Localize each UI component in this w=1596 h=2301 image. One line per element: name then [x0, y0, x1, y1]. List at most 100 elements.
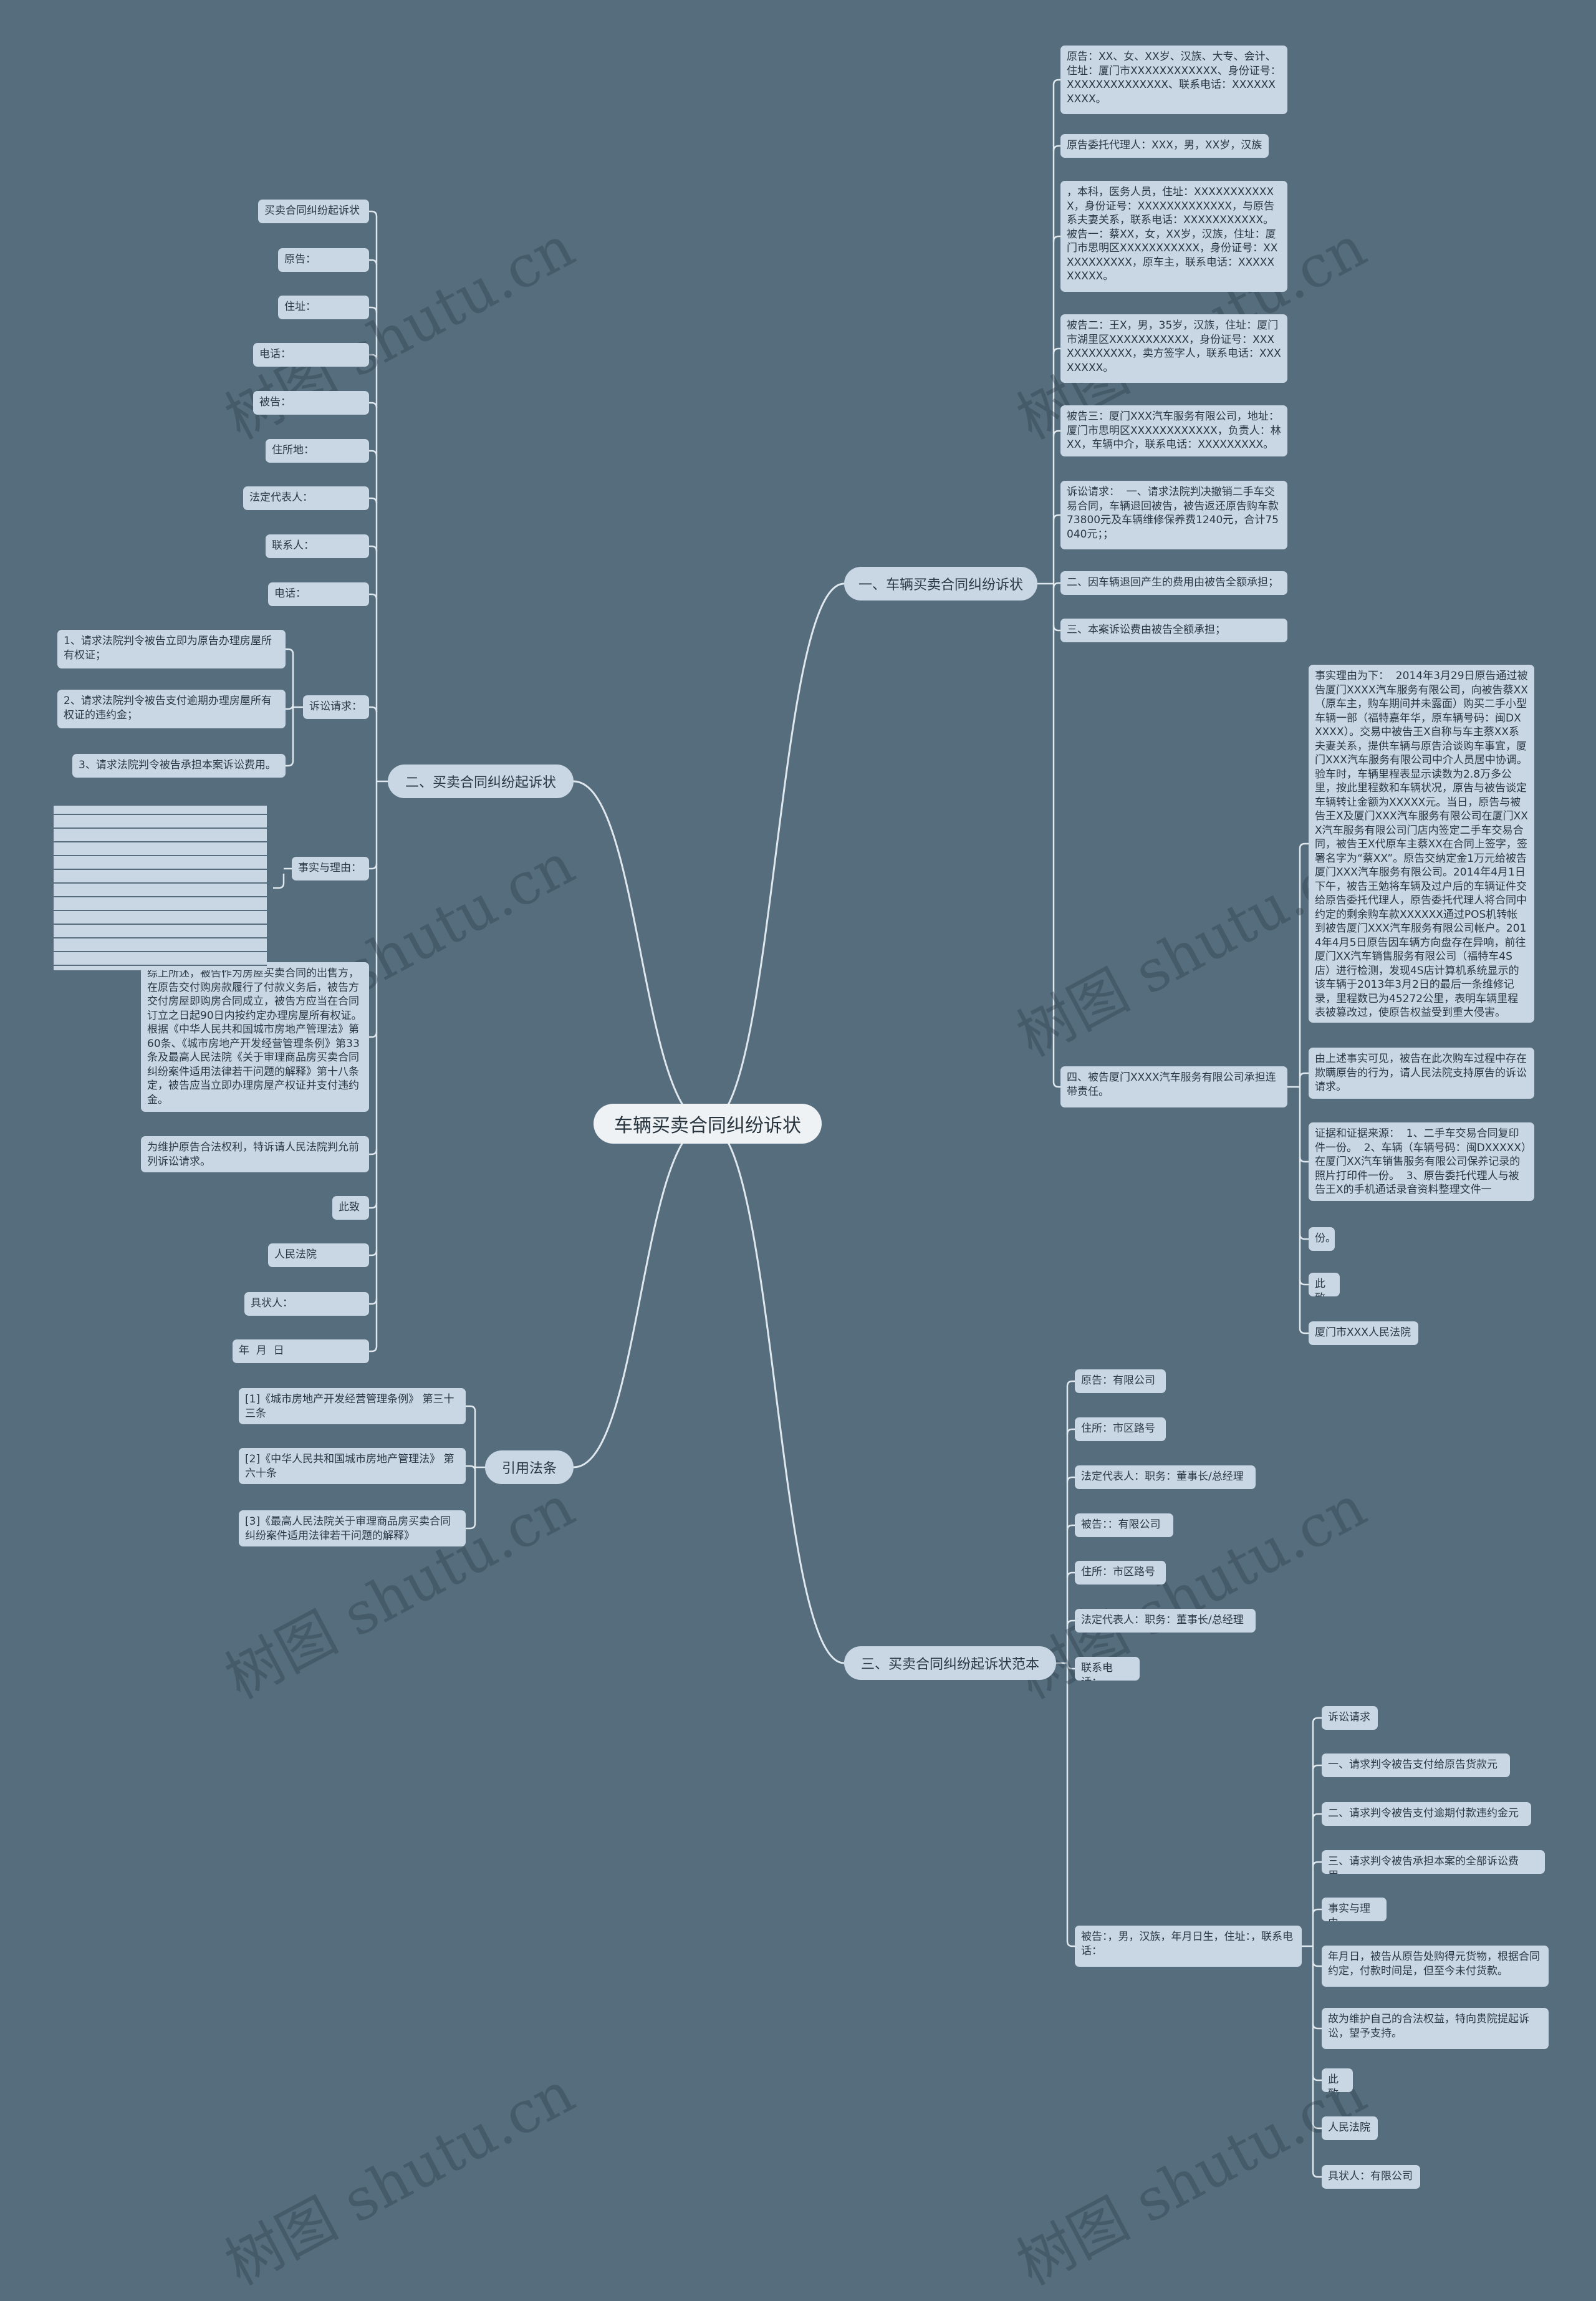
leaf-node[interactable]: 三、本案诉讼费由被告全额承担； — [1060, 619, 1287, 642]
branch-link — [707, 1122, 845, 1664]
leaf-node[interactable]: 住所地： — [266, 439, 369, 463]
leaf-node[interactable]: 被告：：有限公司 — [1075, 1513, 1173, 1537]
leaf-node[interactable]: 住址： — [278, 296, 369, 319]
leaf-link — [1299, 1233, 1309, 1240]
leaf-link — [1066, 1619, 1075, 1626]
leaf-node[interactable]: 原告：有限公司 — [1075, 1369, 1166, 1393]
leaf-node[interactable]: 四、被告厦门XXXX汽车服务有限公司承担连带责任。 — [1060, 1066, 1287, 1107]
leaf-node[interactable]: 被告：，男，汉族，年月日生，住址：，联系电话： — [1075, 1926, 1302, 1967]
leaf-node[interactable]: 二、因车辆退回产生的费用由被告全额承担； — [1060, 571, 1287, 595]
mindmap-canvas: 树图 shutu.cn 树图 shutu.cn 树图 shutu.cn 树图 s… — [47, 46, 1549, 2298]
leaf-node[interactable]: 为维护原告合法权利，特诉请人民法院判允前列诉讼请求。 — [141, 1136, 369, 1172]
leaf-node[interactable]: 具状人： — [244, 1292, 369, 1316]
leaf-node[interactable]: 故为维护自己的合法权益，特向贵院提起诉讼，望予支持。 — [1322, 2008, 1549, 2049]
leaf-node[interactable]: 证据和证据来源： 1、二手车交易合同复印件一份。 2、车辆（车辆号码：闽DXXX… — [1309, 1122, 1534, 1201]
leaf-node[interactable]: 年 月 日 — [233, 1339, 369, 1363]
leaf-link — [1066, 1941, 1075, 1947]
leaf-link — [1299, 1156, 1309, 1163]
leaf-node[interactable]: 2、请求法院判令被告支付逾期办理房屋所有权证的违约金； — [57, 690, 286, 728]
leaf-link — [369, 1346, 378, 1353]
leaf-link — [1312, 1961, 1322, 1967]
leaf-node[interactable]: 年月日，被告从原告处购得元货物，根据合同约定，付款时间是，但至今未付货款。 — [1322, 1946, 1549, 1987]
leaf-link — [1299, 842, 1309, 849]
leaf-link — [1052, 514, 1060, 521]
leaf-link — [369, 210, 378, 217]
leaf-node[interactable]: 三、请求判令被告承担本案的全部诉讼费用。 — [1322, 1850, 1545, 1874]
branch-node-3[interactable]: 引用法条 — [485, 1450, 574, 1484]
leaf-link — [369, 259, 378, 266]
leaf-node[interactable]: 厦门市XXX人民法院 — [1309, 1321, 1418, 1345]
leaf-node[interactable]: 由上述事实可见，被告在此次购车过程中存在欺瞒原告的行为，请人民法院支持原告的诉讼… — [1309, 1048, 1534, 1099]
leaf-link — [1052, 430, 1060, 437]
leaf-link — [1299, 1328, 1309, 1334]
leaf-node[interactable]: 诉讼请求： — [303, 695, 369, 719]
leaf-node[interactable]: 人民法院 — [268, 1243, 369, 1267]
leaf-link — [369, 1031, 378, 1038]
leaf-node[interactable]: 此致 — [1309, 1273, 1340, 1296]
leaf-node[interactable]: 二、请求判令被告支付逾期付款违约金元 — [1322, 1802, 1531, 1826]
leaf-node[interactable]: ，本科，医务人员，住址：XXXXXXXXXXXX，身份证号：XXXXXXXXXX… — [1060, 181, 1287, 292]
leaf-link — [1066, 1380, 1075, 1387]
leaf-node[interactable]: 被告三：厦门XXX汽车服务有限公司，地址：厦门市思明区XXXXXXXXXXXX，… — [1060, 405, 1287, 456]
leaf-node[interactable]: 电话： — [268, 582, 369, 606]
leaf-node[interactable]: [1]《城市房地产开发经营管理条例》 第三十三条 — [239, 1388, 466, 1424]
leaf-link — [369, 354, 378, 360]
leaf-node[interactable]: 3、请求法院判令被告承担本案诉讼费用。 — [72, 754, 286, 778]
leaf-node[interactable]: 综上所述，被告作为房屋买卖合同的出售方，在原告交付购房款履行了付款义务后，被告方… — [141, 962, 369, 1112]
leaf-node[interactable]: 人民法院 — [1322, 2116, 1378, 2140]
leaf-node[interactable]: 法定代表人： — [243, 486, 369, 510]
leaf-node[interactable]: 此致 — [1322, 2068, 1353, 2092]
leaf-link — [1066, 1476, 1075, 1483]
leaf-link — [369, 1250, 378, 1257]
leaf-node[interactable]: 电话： — [253, 343, 369, 367]
leaf-node[interactable]: 法定代表人：职务：董事长/总经理 — [1075, 1465, 1256, 1489]
leaf-link — [1052, 347, 1060, 354]
leaf-link — [273, 882, 285, 889]
leaf-node[interactable]: 住所：市区路号 — [1075, 1561, 1166, 1585]
leaf-node[interactable]: 此致 — [332, 1196, 369, 1220]
leaf-link — [466, 1405, 476, 1412]
leaf-node[interactable]: 被告： — [253, 391, 369, 415]
leaf-link — [369, 545, 378, 552]
blank-lines-box[interactable] — [47, 801, 273, 975]
leaf-node[interactable]: 事实与理由 — [1322, 1898, 1387, 1921]
leaf-node[interactable]: 联系人： — [266, 534, 369, 558]
leaf-link — [369, 402, 378, 408]
branch-node-1[interactable]: 一、车辆买卖合同纠纷诉状 — [844, 567, 1037, 601]
leaf-node[interactable]: [2]《中华人民共和国城市房地产管理法》 第六十条 — [239, 1448, 466, 1484]
leaf-node[interactable]: 一、请求判令被告支付给原告货款元 — [1322, 1753, 1510, 1777]
leaf-node[interactable]: 事实与理由： — [292, 857, 369, 880]
leaf-node[interactable]: 联系电话： — [1075, 1657, 1140, 1681]
leaf-node[interactable]: 法定代表人：职务：董事长/总经理 — [1075, 1609, 1256, 1633]
leaf-node[interactable]: 诉讼请求 — [1322, 1706, 1378, 1730]
leaf-link — [1312, 2075, 1322, 2082]
leaf-node[interactable]: 被告二：王X，男，35岁，汉族，住址：厦门市湖里区XXXXXXXXXXX，身份证… — [1060, 314, 1287, 383]
leaf-link — [369, 593, 378, 600]
leaf-node[interactable]: 诉讼请求： 一、请求法院判决撤销二手车交易合同，车辆退回被告，被告返还原告购车款… — [1060, 481, 1287, 549]
leaf-node[interactable]: 1、请求法院判令被告立即为原告办理房屋所有权证； — [57, 630, 286, 668]
leaf-node[interactable]: 住所：市区路号 — [1075, 1417, 1166, 1441]
leaf-link — [1312, 2123, 1322, 2130]
leaf-node[interactable]: 买卖合同纠纷起诉状 — [258, 200, 369, 223]
leaf-link — [1299, 1279, 1309, 1286]
leaf-link — [1066, 1428, 1075, 1435]
branch-node-4[interactable]: 三、买卖合同纠纷起诉状范本 — [844, 1646, 1056, 1680]
leaf-node[interactable]: 事实理由为下： 2014年3月29日原告通过被告厦门XXXX汽车服务有限公司，向… — [1309, 665, 1534, 1023]
leaf-node[interactable]: 原告委托代理人：XXX，男，XX岁，汉族 — [1060, 134, 1269, 158]
leaf-node[interactable]: 份。 — [1309, 1227, 1335, 1251]
leaf-link — [1299, 1072, 1309, 1079]
leaf-node[interactable]: 具状人：有限公司 — [1322, 2165, 1420, 2189]
leaf-link — [1066, 1663, 1075, 1670]
root-node[interactable]: 车辆买卖合同纠纷诉状 — [594, 1104, 822, 1144]
leaf-link — [369, 497, 378, 504]
leaf-node[interactable]: 原告：XX、女、XX岁、汉族、大专、会计、住址：厦门市XXXXXXXXXXXX、… — [1060, 46, 1287, 114]
branch-link — [573, 780, 708, 1125]
leaf-node[interactable]: 原告： — [278, 248, 369, 272]
leaf-link — [1052, 235, 1060, 242]
leaf-link — [1052, 79, 1060, 85]
leaf-node[interactable]: [3]《最高人民法院关于审理商品房买卖合同纠纷案件适用法律若干问题的解释》 — [239, 1510, 466, 1546]
leaf-link — [466, 1523, 476, 1530]
leaf-link — [369, 863, 378, 870]
branch-node-2[interactable]: 二、买卖合同纠纷起诉状 — [388, 765, 574, 798]
branch-link — [707, 582, 845, 1125]
